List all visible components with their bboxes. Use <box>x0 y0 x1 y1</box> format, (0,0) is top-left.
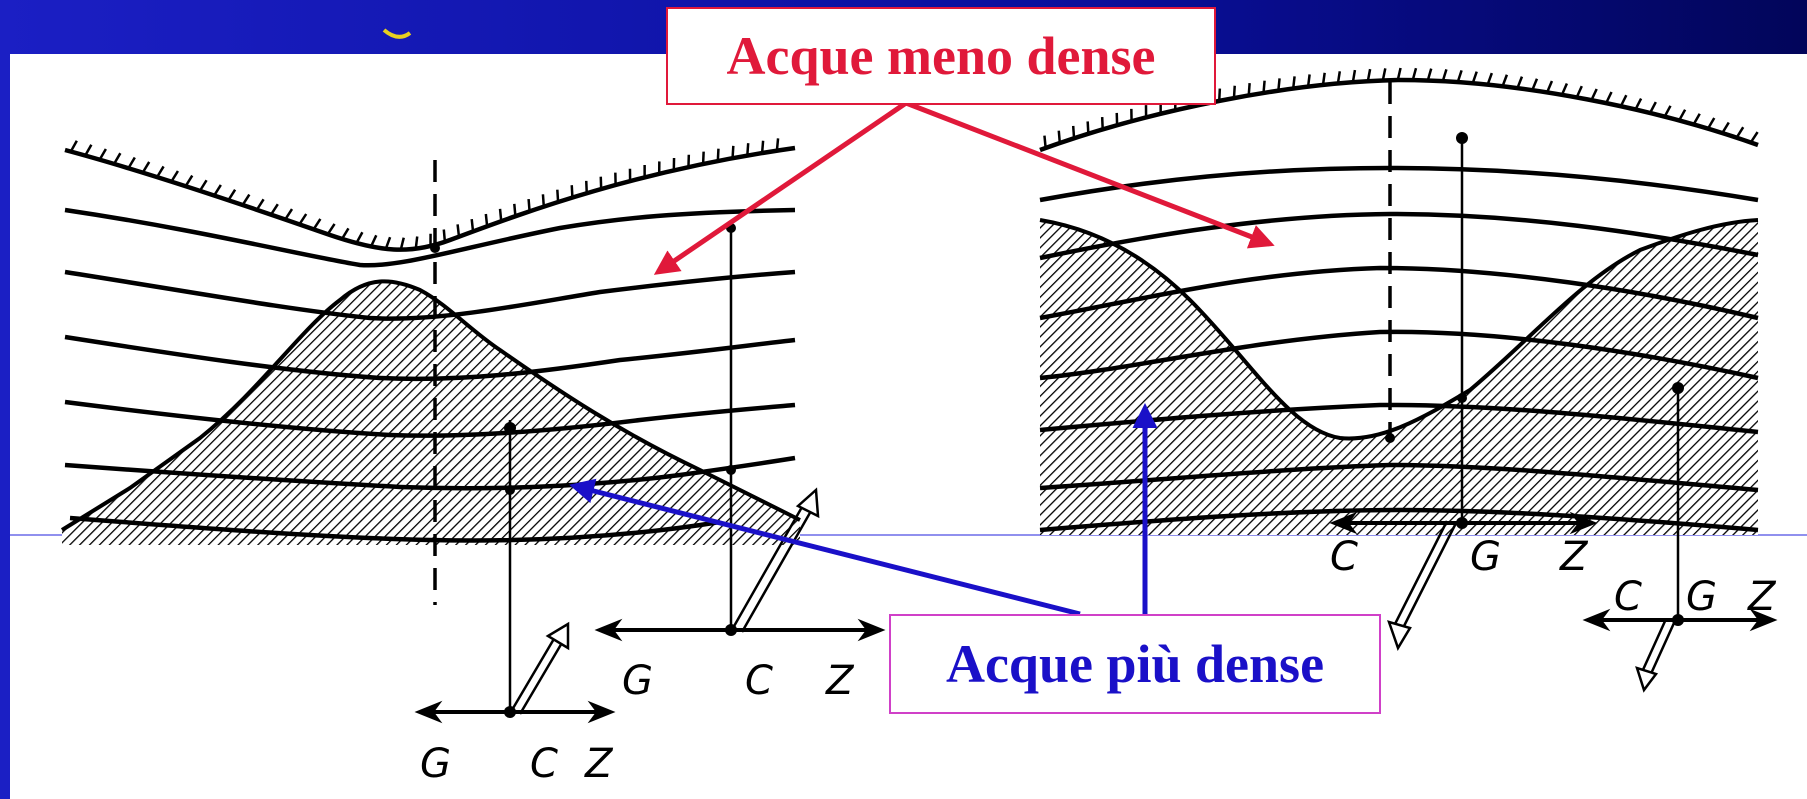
label-c-left-lower: C <box>530 741 558 787</box>
callout-less-dense: Acque meno dense <box>666 7 1216 105</box>
right-diagram: C G Z C G Z <box>1040 68 1777 690</box>
vector-labels-left: G C Z G C Z <box>420 658 855 787</box>
callout-more-dense: Acque più dense <box>889 614 1381 714</box>
label-c-right-edge: C <box>1614 574 1642 620</box>
left-diagram: G C Z G C Z <box>62 138 880 787</box>
left-frame-bar <box>0 0 10 799</box>
label-g-right-edge: G <box>1686 574 1717 620</box>
label-z-left-upper: Z <box>825 658 855 704</box>
arrow-less-dense-left <box>658 103 906 272</box>
arrow-more-dense-left <box>574 486 1080 614</box>
label-g-left-upper: G <box>622 658 653 704</box>
label-c-right-center: C <box>1330 534 1358 580</box>
force-diagram-right-edge <box>1588 614 1772 690</box>
label-g-left-lower: G <box>420 741 451 787</box>
label-z-right-center: Z <box>1559 534 1589 580</box>
sea-surface-left <box>65 138 795 249</box>
force-diagram-left-lower <box>420 624 610 718</box>
label-g-right-center: G <box>1470 534 1501 580</box>
label-c-left-upper: C <box>745 658 773 704</box>
label-z-right-edge: Z <box>1747 574 1777 620</box>
vector-labels-right: C G Z C G Z <box>1330 534 1777 620</box>
label-z-left-lower: Z <box>584 741 614 787</box>
